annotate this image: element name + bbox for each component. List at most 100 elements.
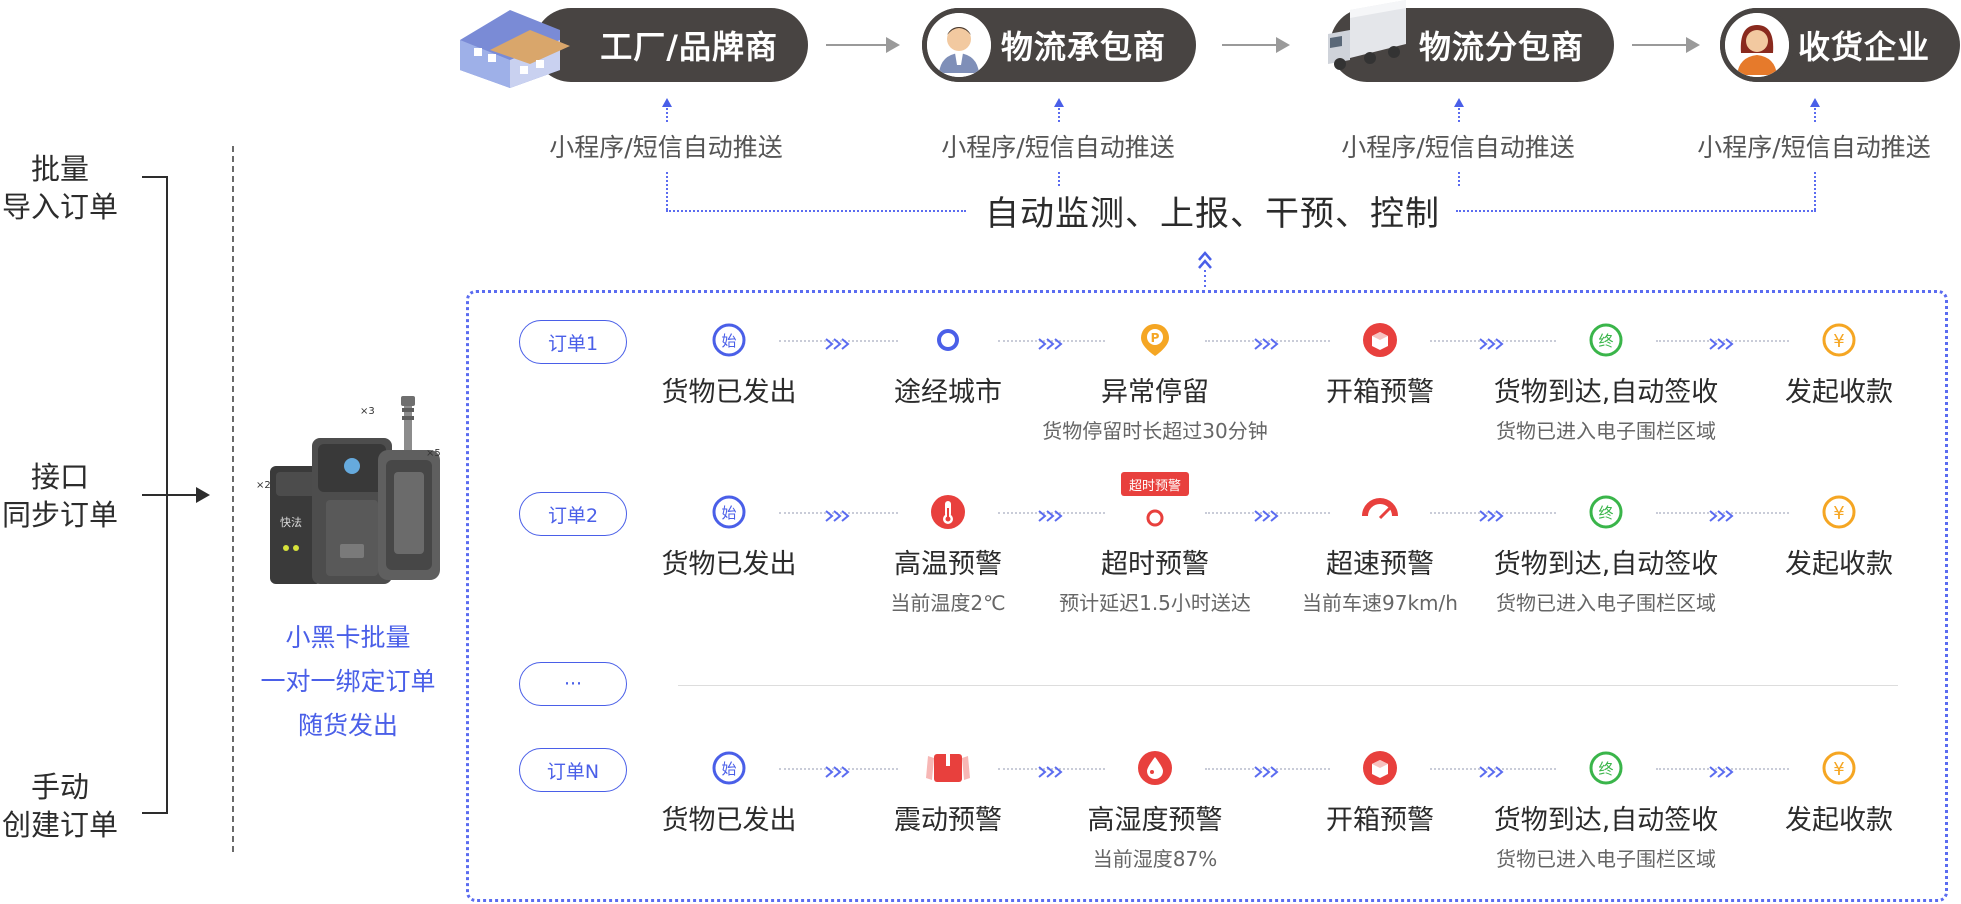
yuan-icon: ¥ (1821, 750, 1857, 786)
chevron-right-icon (1253, 763, 1283, 778)
timeline-step: 终货物到达,自动签收货物已进入电子围栏区域 (1476, 750, 1736, 872)
timeline-step: 超时预警超时预警预计延迟1.5小时送达 (1025, 472, 1285, 616)
order-tag[interactable]: 订单1 (519, 320, 627, 364)
female-avatar-icon (1720, 8, 1794, 82)
step-label: 发起收款 (1785, 805, 1893, 836)
step-label: 货物已发出 (661, 549, 797, 580)
timeline-step: 高温预警当前温度2℃ (818, 494, 1078, 616)
push-line (1458, 108, 1460, 122)
svg-text:始: 始 (721, 332, 736, 350)
chevron-right-icon (1708, 335, 1738, 350)
push-line (1458, 172, 1460, 186)
flow-arrow (1222, 37, 1290, 53)
divider-dashed (232, 146, 234, 852)
svg-text:¥: ¥ (1833, 503, 1844, 524)
truck-icon (1328, 0, 1406, 70)
order-tag[interactable]: 订单N (519, 748, 627, 792)
vibration-box-icon (922, 750, 974, 786)
timeline-step: ¥ 发起收款 (1709, 750, 1961, 837)
step-label: 货物已发出 (661, 805, 797, 836)
chevron-right-icon (1708, 763, 1738, 778)
tracker-device-illustration: ×3 ×2 ×5 快法 (256, 396, 441, 584)
step-connector (1205, 340, 1330, 342)
timeline-step: 始货物已发出 (599, 494, 859, 581)
separator-line (678, 685, 1898, 686)
timeline-step: 终货物到达,自动签收货物已进入电子围栏区域 (1476, 322, 1736, 444)
yuan-icon: ¥ (1821, 494, 1857, 530)
step-label: 异常停留 (1101, 377, 1209, 408)
svg-text:始: 始 (721, 760, 736, 778)
step-connector (1656, 512, 1789, 514)
chevron-right-icon (824, 335, 854, 350)
svg-text:终: 终 (1598, 760, 1613, 778)
push-line (666, 108, 668, 122)
box-open-icon (1362, 750, 1398, 786)
monitor-link-line (1456, 210, 1816, 212)
monitor-label: 自动监测、上报、干预、控制 (985, 194, 1440, 234)
step-connector (779, 768, 898, 770)
timeline-step: 途经城市 (818, 322, 1078, 409)
timeout-badge: 超时预警 (1121, 472, 1189, 496)
device-badge: ×2 (256, 480, 271, 491)
step-detail: 货物停留时长超过30分钟 (1042, 419, 1268, 443)
timeline-step: 开箱预警 (1250, 322, 1510, 409)
step-connector (1656, 768, 1789, 770)
push-label: 小程序/短信自动推送 (941, 133, 1175, 162)
device-caption-line: 小黑卡批量 (285, 623, 411, 652)
svg-text:始: 始 (721, 504, 736, 522)
step-label: 货物到达,自动签收 (1493, 377, 1719, 408)
step-label: 超速预警 (1326, 549, 1434, 580)
timeline-step: ¥ 发起收款 (1709, 322, 1961, 409)
step-label: 货物已发出 (661, 377, 797, 408)
push-label: 小程序/短信自动推送 (1341, 133, 1575, 162)
step-detail: 当前湿度87% (1092, 847, 1218, 871)
flow-arrow (826, 37, 900, 53)
step-connector (998, 512, 1105, 514)
step-detail: 货物已进入电子围栏区域 (1496, 847, 1716, 871)
chevron-right-icon (1478, 507, 1508, 522)
device-caption-line: 一对一绑定订单 (260, 667, 436, 696)
device-caption-line: 随货发出 (297, 711, 398, 740)
order-tag[interactable]: 订单2 (519, 492, 627, 536)
flow-arrow (1632, 37, 1700, 53)
svg-text:¥: ¥ (1833, 331, 1844, 352)
chevron-right-icon (1253, 507, 1283, 522)
step-connector (779, 340, 898, 342)
step-label: 震动预警 (894, 805, 1002, 836)
yuan-icon: ¥ (1821, 322, 1857, 358)
start-icon: 始 (711, 494, 747, 530)
source-label: 接口 同步订单 (1, 460, 118, 532)
speedometer-icon (1354, 494, 1406, 530)
party-label: 工厂/品牌商 (600, 28, 778, 66)
party-label: 物流分包商 (1418, 28, 1584, 66)
step-connector (998, 768, 1105, 770)
timeline-step: 高湿度预警当前湿度87% (1025, 750, 1285, 872)
chevron-right-icon (1037, 335, 1067, 350)
step-label: 开箱预警 (1326, 805, 1434, 836)
push-line (666, 172, 668, 210)
push-arrow (1454, 98, 1464, 107)
step-connector (1205, 512, 1330, 514)
party-label: 物流承包商 (1000, 28, 1166, 66)
push-arrow (1054, 98, 1064, 107)
end-icon: 终 (1588, 494, 1624, 530)
timeline-step: 终货物到达,自动签收货物已进入电子围栏区域 (1476, 494, 1736, 616)
source-label: 手动 创建订单 (1, 770, 118, 842)
step-detail: 货物已进入电子围栏区域 (1496, 591, 1716, 615)
step-connector (1430, 512, 1556, 514)
device-badge: ×3 (360, 406, 375, 417)
order-monitor-panel (466, 290, 1948, 902)
chevron-up-icon (1198, 251, 1212, 290)
order-tag-more[interactable]: ··· (519, 662, 627, 706)
push-line (1058, 172, 1060, 186)
source-api-sync: 接口 同步订单 (0, 458, 120, 534)
push-line (1814, 108, 1816, 122)
chevron-right-icon (824, 763, 854, 778)
source-batch-import: 批量 导入订单 (0, 150, 120, 226)
step-connector (1430, 340, 1556, 342)
timeline-step: 始货物已发出 (599, 322, 859, 409)
timeout-icon (1137, 494, 1173, 530)
step-label: 发起收款 (1785, 377, 1893, 408)
humidity-drop-icon (1137, 750, 1173, 786)
push-label: 小程序/短信自动推送 (549, 133, 783, 162)
